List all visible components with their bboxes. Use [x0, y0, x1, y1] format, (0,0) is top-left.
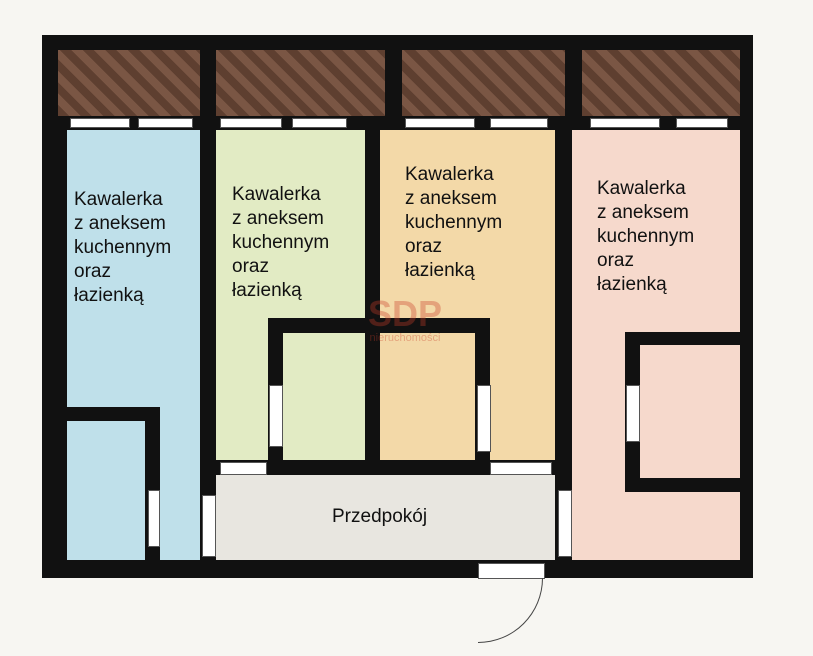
balcony-door-4 [590, 118, 660, 128]
door-room-2[interactable] [220, 462, 267, 475]
window-1 [138, 118, 193, 128]
window-3 [490, 118, 548, 128]
door-bath-3[interactable] [477, 385, 491, 452]
balcony-door-1 [70, 118, 130, 128]
balcony-door-3 [405, 118, 475, 128]
door-bath-2[interactable] [269, 385, 283, 447]
window-4 [676, 118, 728, 128]
door-room-3[interactable] [490, 462, 552, 475]
hallway-label: Przedpokój [332, 506, 428, 527]
room-1 [67, 130, 200, 560]
window-2 [292, 118, 347, 128]
balcony-2 [216, 50, 385, 116]
main-entrance-door[interactable] [478, 563, 545, 579]
hallway [216, 475, 555, 560]
bath-3 [380, 333, 475, 460]
balcony-door-2 [220, 118, 282, 128]
balcony-4 [582, 50, 740, 116]
watermark-logo: SDP nieruchomości [355, 293, 455, 345]
bath-4 [640, 345, 740, 478]
room-3-label: Kawalerka z aneksem kuchennym oraz łazie… [405, 164, 503, 281]
room-1-label: Kawalerka z aneksem kuchennym oraz łazie… [74, 189, 172, 306]
door-room-4[interactable] [558, 490, 572, 557]
bath-2 [283, 333, 365, 460]
watermark-brand: SDP [367, 293, 443, 334]
room-2-label: Kawalerka z aneksem kuchennym oraz łazie… [232, 184, 330, 301]
bath-1-wall [67, 407, 160, 421]
door-swing-arc [478, 578, 543, 643]
room-4-label: Kawalerka z aneksem kuchennym oraz łazie… [597, 178, 695, 295]
door-bath-4[interactable] [626, 385, 640, 442]
door-bath-1[interactable] [148, 490, 160, 547]
watermark-sub: nieruchomości [369, 332, 441, 344]
balcony-3 [402, 50, 565, 116]
balcony-1 [58, 50, 200, 116]
door-room-1[interactable] [202, 495, 216, 557]
